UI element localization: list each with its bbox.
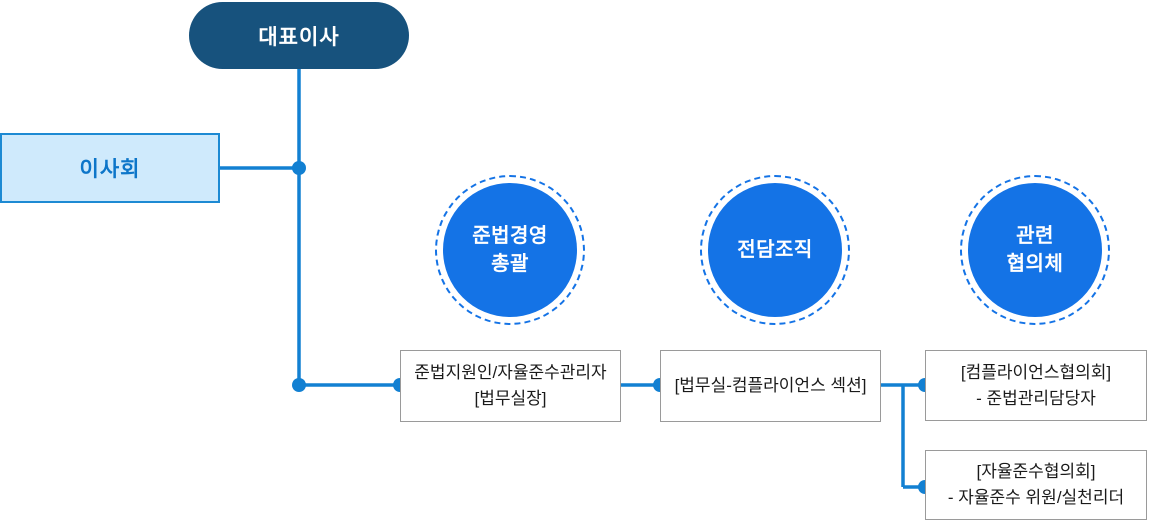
node-voluntary-compliance-council: [자율준수협의회] - 자율준수 위원/실천리더	[925, 450, 1147, 520]
node-label-line: [법무실-컴플라이언스 섹션]	[674, 376, 867, 395]
category-circle-fill: 전담조직	[708, 183, 842, 317]
category-circle-compliance-management-lead: 준법경영 총괄	[435, 175, 585, 325]
category-label-line: 관련	[1016, 225, 1054, 247]
junction-dot-corner	[292, 378, 306, 392]
category-circle-fill: 관련 협의체	[968, 183, 1102, 317]
category-circle-related-councils: 관련 협의체	[960, 175, 1110, 325]
node-label-line: [자율준수협의회]	[976, 462, 1096, 481]
node-label-line: [법무실장]	[474, 389, 547, 408]
junction-dot-board	[292, 161, 306, 175]
category-label-line: 총괄	[491, 253, 529, 275]
board-node: 이사회	[0, 133, 220, 203]
category-label-line: 준법경영	[472, 225, 548, 247]
node-legal-compliance-section: [법무실-컴플라이언스 섹션]	[660, 350, 881, 422]
category-circle-dedicated-organization: 전담조직	[700, 175, 850, 325]
category-circle-fill: 준법경영 총괄	[443, 183, 577, 317]
node-compliance-officer: 준법지원인/자율준수관리자 [법무실장]	[400, 350, 621, 422]
ceo-label: 대표이사	[258, 25, 340, 49]
node-label-line: - 준법관리담당자	[976, 388, 1096, 408]
node-label-line: 준법지원인/자율준수관리자	[414, 363, 607, 382]
node-label-line: - 자율준수 위원/실천리더	[947, 488, 1125, 507]
node-label-line: [컴플라이언스협의회]	[960, 362, 1112, 382]
board-label: 이사회	[79, 158, 141, 181]
ceo-node: 대표이사	[189, 2, 409, 69]
category-label-line: 전담조직	[737, 239, 813, 261]
node-compliance-council: [컴플라이언스협의회] - 준법관리담당자	[925, 350, 1147, 421]
category-label-line: 협의체	[1006, 253, 1064, 275]
